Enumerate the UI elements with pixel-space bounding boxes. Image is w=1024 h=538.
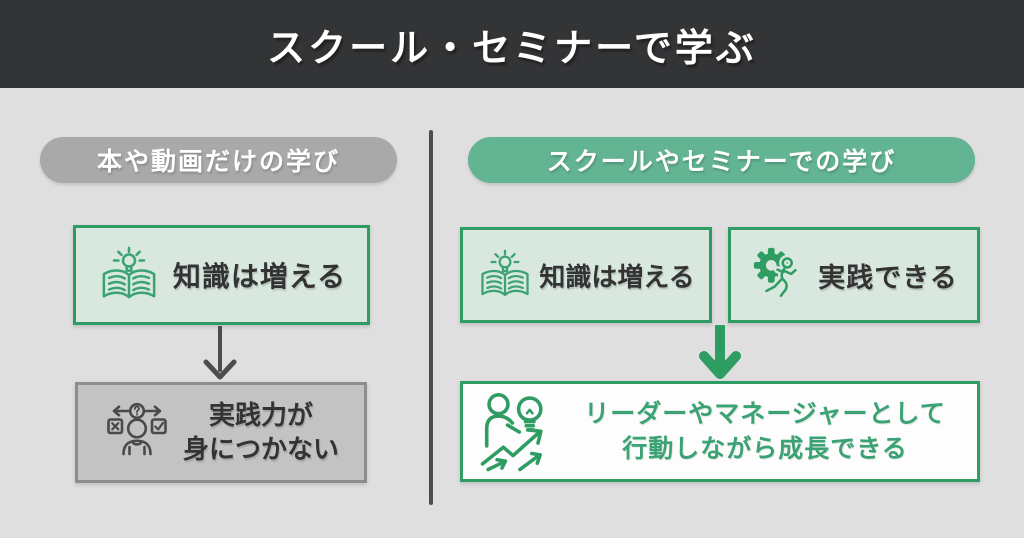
left-column-label-text: 本や動画だけの学び	[96, 148, 340, 176]
left-result-line1: 実践力が	[208, 400, 313, 431]
right-column-label-text: スクールやセミナーでの学び	[546, 148, 897, 176]
title-banner: スクール・セミナーで学ぶ	[0, 0, 1024, 88]
right-result-box: リーダーやマネージャーとして 行動しながら成長できる	[460, 381, 980, 482]
column-divider	[429, 130, 433, 505]
right-practice-text: 実践できる	[818, 262, 958, 293]
right-practice-box: 実践できる	[728, 227, 980, 323]
left-knowledge-text: 知識は増える	[172, 261, 347, 292]
left-column-label: 本や動画だけの学び	[40, 137, 397, 183]
growth-icon	[480, 392, 543, 471]
right-column-label: スクールやセミナーでの学び	[468, 137, 975, 183]
book-lightbulb-icon	[481, 249, 530, 297]
page-title: スクール・セミナーで学ぶ	[267, 27, 757, 70]
right-result-line1: リーダーやマネージャーとして	[584, 399, 946, 428]
left-knowledge-box: 知識は増える	[73, 225, 370, 325]
left-result-box: 実践力が 身につかない	[75, 382, 367, 483]
gear-runner-icon	[754, 247, 800, 300]
confused-person-icon	[107, 402, 167, 455]
right-knowledge-box: 知識は増える	[460, 227, 712, 323]
right-result-line2: 行動しながら成長できる	[622, 434, 908, 463]
down-arrow-gray-icon	[203, 326, 237, 380]
right-knowledge-text: 知識は増える	[539, 261, 695, 292]
down-arrow-green-icon	[699, 325, 741, 379]
right-result-text: リーダーやマネージャーとして 行動しながら成長できる	[563, 397, 967, 467]
left-result-text: 実践力が 身につかない	[183, 399, 339, 466]
left-result-line2: 身につかない	[182, 433, 339, 464]
book-lightbulb-icon	[102, 246, 156, 299]
